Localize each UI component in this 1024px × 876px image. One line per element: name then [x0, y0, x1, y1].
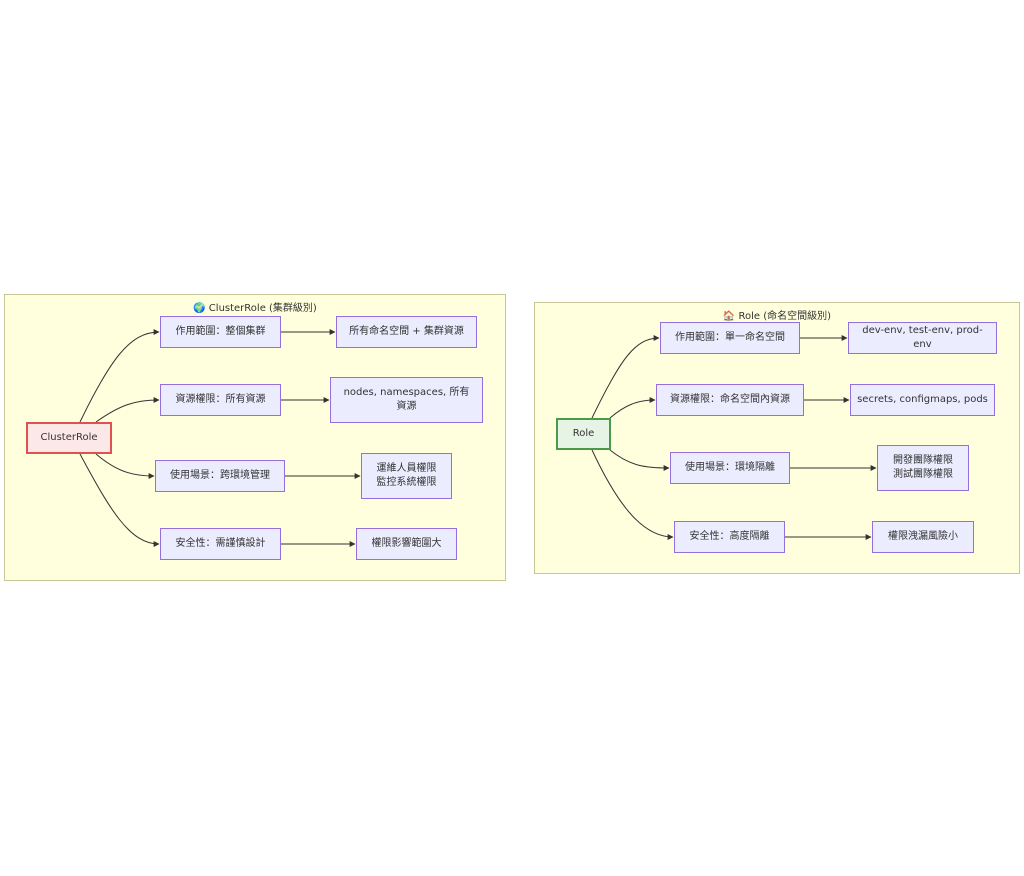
clusterrole-usecase-target-node: 運維人員權限 監控系統權限: [361, 453, 452, 499]
edge-clusterrole-usecase: [95, 453, 155, 479]
clusterrole-usecase-node: 使用場景：跨環境管理: [155, 460, 285, 492]
role-usecase-target-node: 開發團隊權限 測試團隊權限: [877, 445, 969, 491]
edge-role-scope: [591, 335, 660, 419]
role-security-node: 安全性：高度隔離: [674, 521, 785, 553]
edge-role-usecase: [609, 449, 670, 471]
clusterrole-root-node: ClusterRole: [26, 422, 112, 454]
clusterrole-security-node: 安全性：需謹慎設計: [160, 528, 281, 560]
edge-role-resources: [609, 397, 656, 419]
clusterrole-security-target-node: 權限影響範圍大: [356, 528, 457, 560]
edge-clusterrole-resources: [95, 397, 160, 423]
clusterrole-scope-node: 作用範圍：整個集群: [160, 316, 281, 348]
edge-clusterrole-security: [79, 453, 160, 547]
clusterrole-resources-target-node: nodes, namespaces, 所有 資源: [330, 377, 483, 423]
edge-role-security: [591, 449, 674, 540]
edge-clusterrole-scope: [79, 329, 160, 423]
role-security-target-node: 權限洩漏風險小: [872, 521, 974, 553]
clusterrole-scope-target-node: 所有命名空間 + 集群資源: [336, 316, 477, 348]
role-group-title: 🏠 Role (命名空間級別): [722, 311, 832, 322]
clusterrole-resources-node: 資源權限：所有資源: [160, 384, 281, 416]
clusterrole-group-title: 🌍 ClusterRole (集群級別): [193, 303, 317, 314]
role-root-node: Role: [556, 418, 611, 450]
role-usecase-node: 使用場景：環境隔離: [670, 452, 790, 484]
role-resources-node: 資源權限：命名空間內資源: [656, 384, 804, 416]
role-scope-target-node: dev-env, test-env, prod-env: [848, 322, 997, 354]
role-resources-target-node: secrets, configmaps, pods: [850, 384, 995, 416]
role-scope-node: 作用範圍：單一命名空間: [660, 322, 800, 354]
